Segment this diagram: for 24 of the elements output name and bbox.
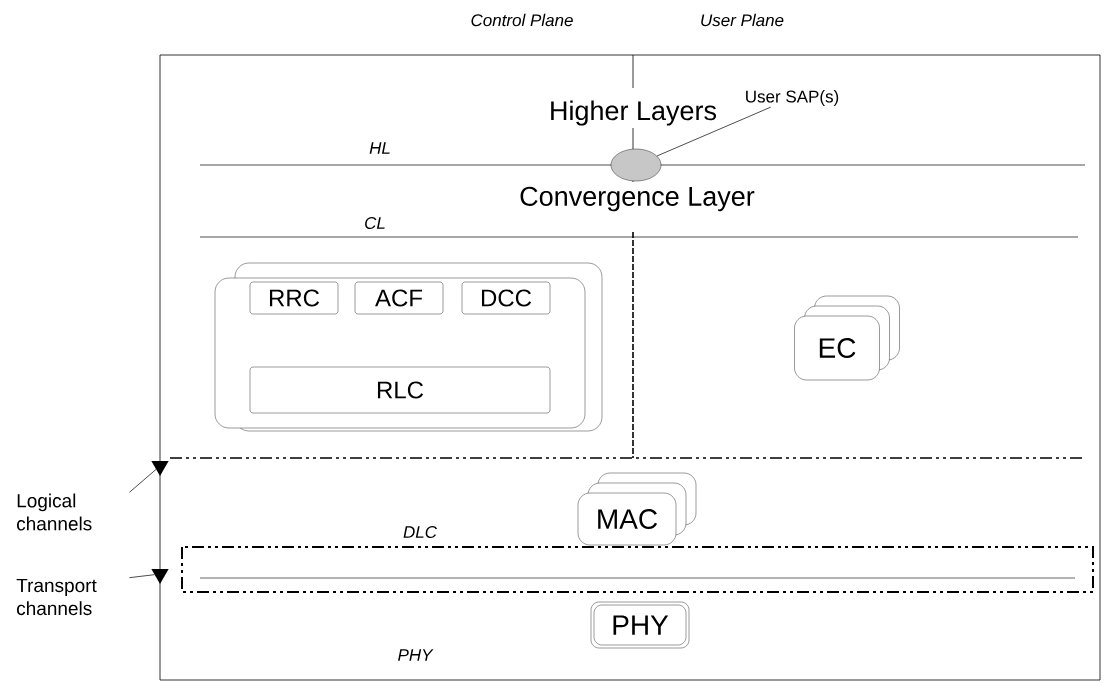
sap-ellipse bbox=[610, 148, 662, 182]
channel-label: Logical channels bbox=[17, 493, 92, 531]
layer-label: Convergence Layer bbox=[520, 186, 755, 212]
channel-label: Transport channels bbox=[16, 578, 97, 616]
stacked-box: MAC bbox=[577, 472, 697, 546]
layer-label: PHY bbox=[398, 649, 434, 661]
leader-line bbox=[129, 574, 155, 579]
entity-box: ACF bbox=[354, 281, 444, 315]
channel-marker bbox=[151, 569, 169, 584]
layer-label: CL bbox=[365, 217, 385, 230]
plane-label: Control Plane bbox=[471, 13, 573, 27]
callout-label: User SAP(s) bbox=[746, 90, 839, 106]
stacked-box: PHY bbox=[590, 601, 690, 649]
plane-label: User Plane bbox=[701, 13, 784, 27]
layer-label: HL bbox=[369, 142, 390, 154]
leader-line bbox=[129, 469, 157, 493]
channel-marker bbox=[151, 461, 169, 476]
entity-box: RRC bbox=[249, 281, 339, 315]
entity-box: RLC bbox=[249, 366, 551, 414]
stacked-box: EC bbox=[794, 295, 900, 381]
leader-line bbox=[656, 106, 772, 157]
layer-label: Higher Layers bbox=[551, 100, 716, 126]
entity-box: DCC bbox=[461, 281, 551, 315]
layer-label: DLC bbox=[403, 526, 438, 539]
